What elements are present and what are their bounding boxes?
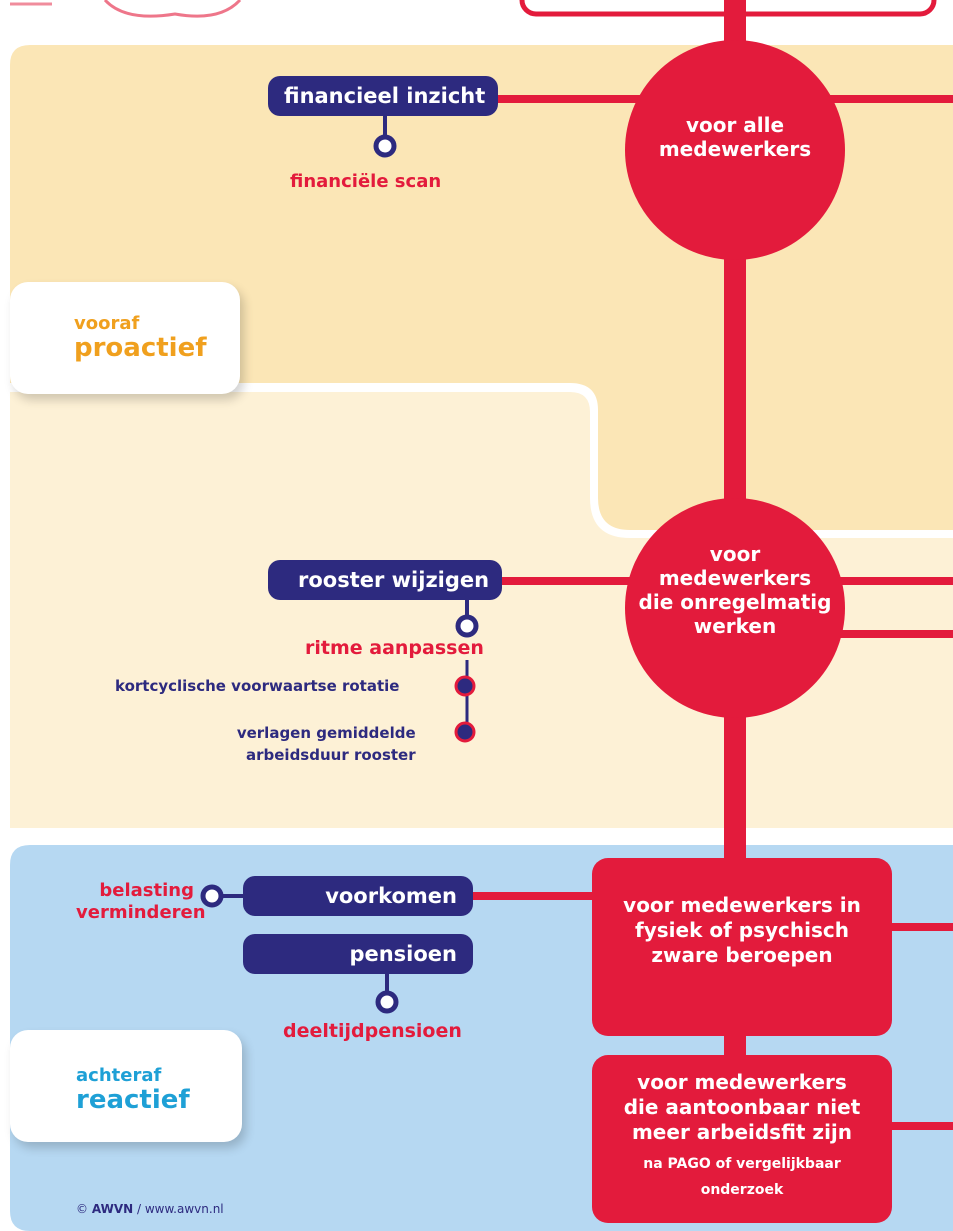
box-arbeidsfit-label: voor medewerkers die aantoonbaar niet me…	[592, 1070, 892, 1203]
label-belasting-line2: verminderen	[76, 902, 206, 923]
phase-proactief-big: proactief	[74, 333, 207, 363]
circle-alle-line2: medewerkers	[658, 137, 812, 161]
node-belasting	[200, 884, 224, 908]
label-financiele-scan: financiële scan	[290, 171, 442, 192]
circle-onregelmatig-line3: die onregelmatig	[638, 590, 832, 614]
connector-financieel	[495, 95, 655, 103]
pill-voorkomen: voorkomen	[243, 876, 473, 916]
region-proactive-middle	[10, 392, 953, 828]
logo-fragment	[103, 0, 242, 18]
node-financiele-scan	[373, 134, 397, 158]
footer-url[interactable]: / www.awvn.nl	[136, 1202, 224, 1216]
pill-pensioen: pensioen	[243, 934, 473, 974]
node-rotatie	[454, 675, 476, 697]
circle-alle	[625, 40, 845, 260]
box2-line3: meer arbeidsfit zijn	[631, 1120, 853, 1144]
label-ritme-aanpassen: ritme aanpassen	[305, 637, 484, 659]
region-divider	[10, 383, 953, 538]
circle-onregelmatig-line4: werken	[693, 614, 777, 638]
box2-line1: voor medewerkers	[637, 1070, 847, 1094]
phase-proactief-small: vooraf	[74, 313, 140, 334]
connector-mid-right-1	[820, 577, 953, 585]
phase-reactief-small: achteraf	[76, 1065, 162, 1086]
node-deeltijdpensioen	[375, 990, 399, 1014]
footer-credit: © AWVN / www.awvn.nl	[76, 1202, 224, 1216]
label-deeltijdpensioen: deeltijdpensioen	[283, 1020, 462, 1042]
node-arbeidsduur	[454, 721, 476, 743]
pill-financieel-inzicht: financieel inzicht	[268, 76, 498, 116]
label-belasting-verminderen: belasting verminderen	[76, 880, 206, 924]
circle-alle-line1: voor alle	[685, 113, 785, 137]
circle-onregelmatig-line1: voor	[709, 542, 761, 566]
box2-line2: die aantoonbaar niet	[623, 1095, 861, 1119]
label-verlagen-line1: verlagen gemiddelde	[236, 724, 416, 742]
footer-brand: AWVN	[91, 1202, 134, 1216]
box1-line1: voor medewerkers in	[623, 893, 861, 917]
circle-alle-label: voor alle medewerkers	[640, 113, 830, 161]
connector-rooster	[500, 577, 660, 585]
connector-voorkomen	[470, 892, 610, 900]
box-zware-beroepen	[592, 858, 892, 1036]
box2-note-line1: na PAGO of vergelijkbaar	[643, 1156, 841, 1172]
phase-proactief: vooraf proactief	[10, 282, 240, 394]
label-kortcyclische-rotatie: kortcyclische voorwaartse rotatie	[115, 677, 400, 695]
box2-note-line2: onderzoek	[700, 1182, 784, 1198]
circle-onregelmatig	[625, 498, 845, 718]
connector-box2-right	[880, 1122, 953, 1130]
node-ritme	[455, 614, 479, 638]
connector-top-right	[810, 95, 953, 103]
box1-line2: fysiek of psychisch	[635, 918, 849, 942]
label-verlagen-line2: arbeidsduur rooster	[246, 746, 416, 764]
box-zware-beroepen-label: voor medewerkers in fysiek of psychisch …	[592, 893, 892, 968]
box1-line3: zware beroepen	[651, 943, 833, 967]
label-belasting-line1: belasting	[99, 880, 194, 901]
pill-rooster-wijzigen: rooster wijzigen	[268, 560, 502, 600]
connector-mid-right-2	[820, 630, 953, 638]
phase-reactief: achteraf reactief	[10, 1030, 242, 1142]
circle-onregelmatig-label: voor medewerkers die onregelmatig werken	[630, 542, 840, 638]
circle-onregelmatig-line2: medewerkers	[658, 566, 812, 590]
connector-box1-right	[880, 923, 953, 931]
phase-reactief-big: reactief	[76, 1085, 190, 1115]
footer-copyright: ©	[76, 1202, 88, 1216]
label-verlagen-arbeidsduur: verlagen gemiddelde arbeidsduur rooster	[236, 722, 416, 766]
box-arbeidsfit	[592, 1055, 892, 1223]
